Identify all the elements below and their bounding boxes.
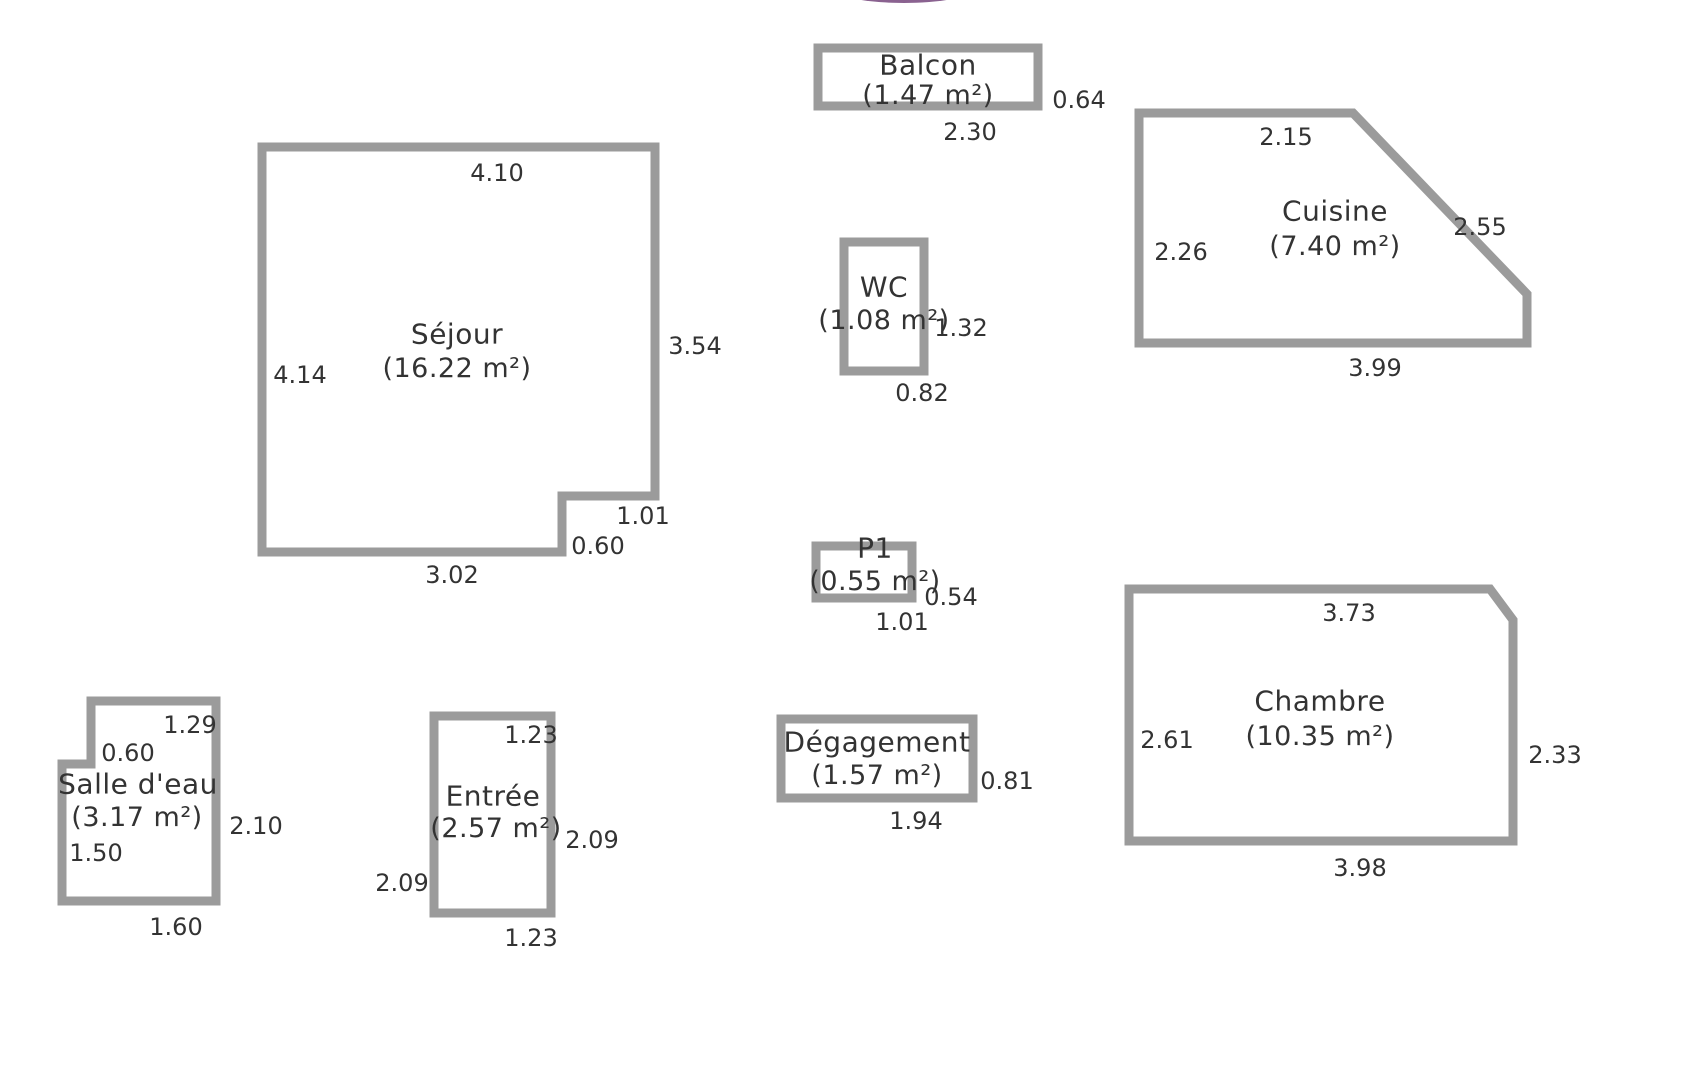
entree-area-label: (2.57 m²)	[430, 813, 562, 845]
p1-dim-bottom: 1.01	[875, 607, 929, 636]
chambre-dim-right: 2.33	[1528, 740, 1582, 769]
chambre-dim-bottom: 3.98	[1333, 853, 1387, 882]
salle-deau-dim-left: 1.50	[69, 838, 123, 867]
chambre-area-label: (10.35 m²)	[1245, 721, 1395, 753]
sejour-dim-notch-width: 1.01	[616, 501, 670, 530]
balcon-area-label: (1.47 m²)	[862, 80, 994, 112]
p1-dim-right: 0.54	[924, 582, 978, 611]
p1-name-label: P1	[857, 531, 893, 565]
p1-area-label: (0.55 m²)	[809, 566, 941, 598]
salle-deau-dim-step: 0.60	[101, 738, 155, 767]
degagement-area-label: (1.57 m²)	[811, 760, 943, 792]
cuisine-area-label: (7.40 m²)	[1269, 231, 1401, 263]
sejour-name-label: Séjour	[410, 317, 504, 351]
salle-deau-dim-bottom: 1.60	[149, 912, 203, 941]
sejour-dim-right: 3.54	[668, 331, 722, 360]
chambre-dim-top: 3.73	[1322, 598, 1376, 627]
room-salle-deau-outline	[57, 696, 221, 906]
degagement-dim-bottom: 1.94	[889, 806, 943, 835]
salle-deau-name-label: Salle d'eau	[58, 767, 218, 801]
sejour-area-label: (16.22 m²)	[382, 353, 532, 385]
wc-area-label: (1.08 m²)	[818, 305, 950, 337]
cuisine-name-label: Cuisine	[1282, 194, 1388, 228]
wc-dim-right: 1.32	[934, 313, 988, 342]
balcon-dim-bottom: 2.30	[943, 117, 997, 146]
balcon-dim-right: 0.64	[1052, 85, 1106, 114]
entree-dim-bottom: 1.23	[504, 923, 558, 952]
entree-name-label: Entrée	[445, 779, 541, 813]
entree-dim-right: 2.09	[565, 825, 619, 854]
sejour-dim-left: 4.14	[273, 360, 327, 389]
sejour-dim-notch-height: 0.60	[571, 531, 625, 560]
cuisine-dim-bottom: 3.99	[1348, 353, 1402, 382]
chambre-dim-left: 2.61	[1140, 725, 1194, 754]
salle-deau-dim-top: 1.29	[163, 710, 217, 739]
room-balcon-outline	[813, 43, 1043, 111]
degagement-dim-right: 0.81	[980, 766, 1034, 795]
sejour-dim-bottom: 3.02	[425, 560, 479, 589]
cuisine-dim-diagonal: 2.55	[1453, 212, 1507, 241]
wc-dim-bottom: 0.82	[895, 378, 949, 407]
sejour-dim-top: 4.10	[470, 158, 524, 187]
cuisine-dim-top: 2.15	[1259, 122, 1313, 151]
salle-deau-area-label: (3.17 m²)	[71, 802, 203, 834]
cuisine-dim-left: 2.26	[1154, 237, 1208, 266]
room-entree-outline	[429, 711, 556, 918]
entree-dim-top: 1.23	[504, 720, 558, 749]
chambre-name-label: Chambre	[1254, 684, 1386, 718]
room-chambre-outline	[1124, 584, 1518, 846]
room-sejour-outline	[257, 142, 660, 557]
salle-deau-dim-right: 2.10	[229, 811, 283, 840]
room-wc-outline	[839, 237, 929, 376]
entree-dim-left: 2.09	[375, 868, 429, 897]
room-degagement-outline	[776, 714, 978, 803]
degagement-name-label: Dégagement	[783, 725, 971, 759]
balcon-name-label: Balcon	[879, 48, 977, 82]
room-cuisine-outline	[1134, 108, 1532, 348]
wc-name-label: WC	[859, 270, 909, 304]
top-decorative-shape	[861, 0, 947, 3]
room-p1-outline	[811, 541, 917, 603]
